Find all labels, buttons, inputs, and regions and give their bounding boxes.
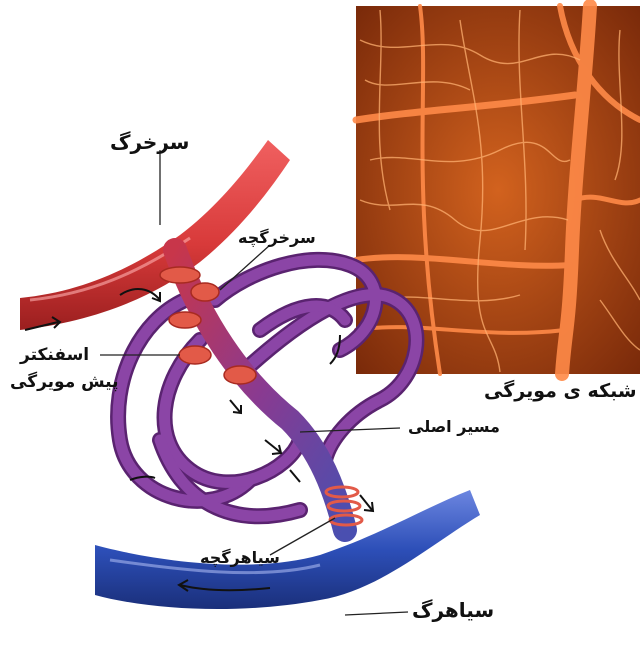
label-main-path: مسیر اصلی xyxy=(408,417,500,436)
label-capillary-network: شبکه ی مویرگی xyxy=(484,380,637,402)
label-artery: سرخرگ xyxy=(110,130,189,154)
label-sphincter-line1: اسفنکتر xyxy=(20,345,89,365)
label-arteriole: سرخرگچه xyxy=(238,228,316,247)
label-venule: سیاهرگچه xyxy=(200,548,280,567)
capillary-photo xyxy=(356,6,640,374)
label-vein: سیاهرگ xyxy=(412,598,494,622)
label-sphincter-line2: پیش مویرگی xyxy=(10,372,119,392)
